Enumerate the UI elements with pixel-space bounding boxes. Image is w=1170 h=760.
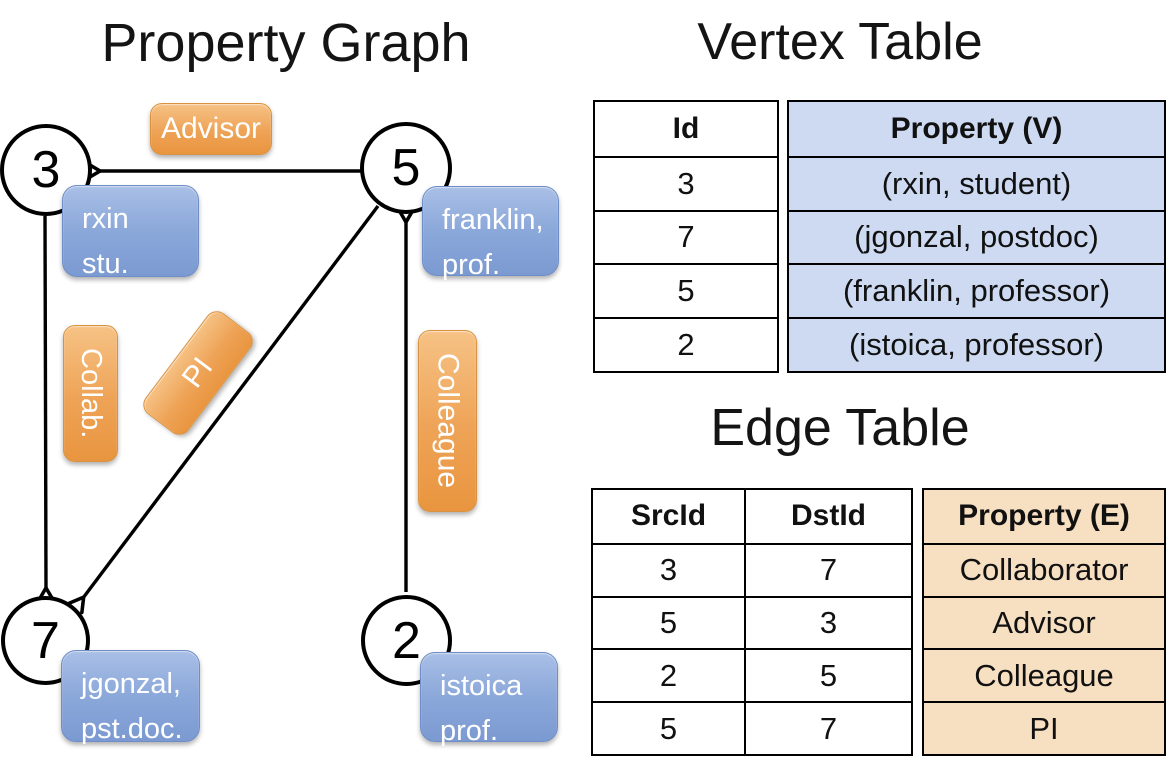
edge-table-srcid-cell: 5 [593,701,744,754]
graph-node-5: 5 [360,122,452,214]
property-line: prof. [440,715,499,747]
vertex-table-property-cell: (franklin, professor) [789,263,1164,317]
edge-table-dstid-cell: 7 [744,542,911,596]
edge-table-header-dstid: DstId [744,490,911,543]
edge-label-text: Colleague [431,353,465,489]
property-line: jgonzal, [81,668,181,700]
edge-label-text: Advisor [160,112,262,145]
property-line: rxin [82,203,129,235]
edge-table-dstid-cell: 7 [744,701,911,754]
node-id: 2 [392,611,421,670]
edge-label-collab: Collab. [63,325,118,462]
property-line: prof. [442,249,501,281]
edge-table-property-cell: Collaborator [924,542,1164,596]
edge-table-id-columns: SrcId DstId 3 7 5 3 2 5 5 7 [591,488,913,756]
graph-node-2: 2 [361,595,452,686]
vertex-table-header-id: Id [672,111,700,145]
edge-table-srcid-cell: 3 [593,542,744,596]
vertex-property-box-5: franklin, prof. [422,186,559,281]
node-id: 5 [391,139,421,197]
edge-table-property-column: Property (E) Collaborator Advisor Collea… [922,488,1166,756]
edge-label-colleague: Colleague [418,330,477,512]
edge-table-property-cell: PI [924,701,1164,754]
edge-table-srcid-cell: 5 [593,595,744,649]
vertex-table-id-cell: 2 [595,317,777,371]
edge-table-property-cell: Colleague [924,648,1164,701]
vertex-table-id-column: Id 3 7 5 2 [593,100,779,373]
edge-table-dstid-cell: 5 [744,648,911,702]
vertex-table-property-column: Property (V) (rxin, student) (jgonzal, p… [787,100,1166,373]
graph-edges-layer [36,161,416,615]
edge-arrow-collab-3-to-7 [36,215,56,604]
property-graph-title: Property Graph [101,13,471,73]
vertex-table-id-cell: 5 [595,263,777,317]
vertex-table-header-property: Property (V) [890,111,1063,145]
edge-table-title: Edge Table [710,399,970,457]
edge-table-dstid-cell: 3 [744,595,911,649]
property-line: stu. [82,248,129,280]
edge-arrow-pi-5-to-7 [67,204,380,615]
vertex-property-box-2: istoica prof. [420,652,558,747]
edge-table-header-srcid: SrcId [630,499,707,533]
edge-label-text: PI [175,351,220,394]
vertex-table-title: Vertex Table [697,13,983,71]
vertex-table-id-cell: 7 [595,209,777,264]
edge-table-header-property: Property (E) [958,499,1130,533]
vertex-table-id-cell: 3 [595,155,777,210]
vertex-table-property-cell: (jgonzal, postdoc) [789,209,1164,264]
edge-label-text: Collab. [75,348,107,439]
edge-table-property-cell: Advisor [924,595,1164,649]
node-id: 7 [31,611,60,670]
edge-table-srcid-cell: 2 [593,648,744,701]
vertex-property-box-7: jgonzal, pst.doc. [61,650,200,745]
property-line: istoica [440,670,523,702]
node-id: 3 [31,141,61,199]
vertex-table-property-cell: (istoica, professor) [789,317,1164,371]
edge-label-advisor: Advisor [150,103,272,155]
property-line: franklin, [442,204,544,236]
property-line: pst.doc. [81,713,183,745]
vertex-table-property-cell: (rxin, student) [789,155,1164,210]
vertex-property-box-3: rxin stu. [62,185,199,280]
